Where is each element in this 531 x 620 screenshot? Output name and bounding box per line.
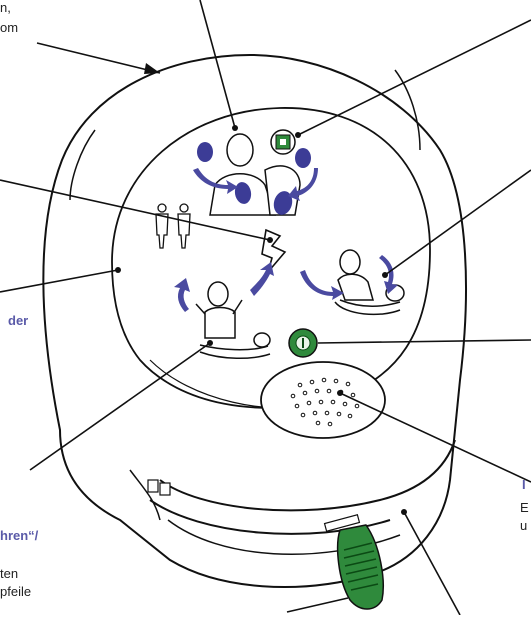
label-top-left-1: n, xyxy=(0,0,11,16)
label-top-left-2: om xyxy=(0,20,18,36)
label-right-low-2: E xyxy=(520,500,529,516)
label-left-mid: der xyxy=(8,313,28,329)
label-right-low-3: u xyxy=(520,518,527,534)
speaker-grille xyxy=(261,362,385,438)
label-right-low-1: I xyxy=(522,477,526,493)
label-left-low: hren“/ xyxy=(0,528,38,544)
label-bottom-left-2: pfeile xyxy=(0,584,31,600)
shock-button[interactable] xyxy=(289,329,317,357)
status-indicator-icon xyxy=(271,130,295,154)
label-bottom-left-1: ten xyxy=(0,566,18,582)
